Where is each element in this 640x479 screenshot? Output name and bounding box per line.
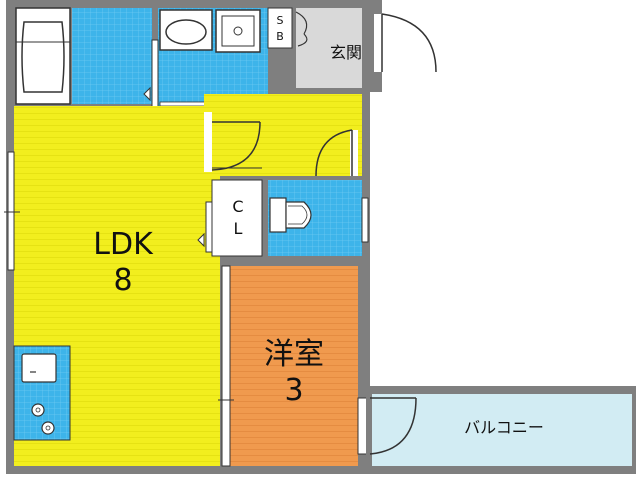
washing-machine-drain xyxy=(233,26,243,36)
kitchen-sink xyxy=(21,353,57,383)
entrance-label: 玄関 xyxy=(330,43,362,62)
shoe-box-door-swing xyxy=(295,11,308,47)
entrance-door-opening xyxy=(374,14,382,72)
stove-burner-2 xyxy=(41,421,55,435)
western-room-size: 3 xyxy=(284,373,303,408)
stove-burner-1 xyxy=(31,403,45,417)
washing-machine xyxy=(215,9,261,53)
shoe-box-s: S xyxy=(277,14,284,27)
bathtub-basin xyxy=(21,21,65,93)
closet-interior xyxy=(211,179,263,257)
stove-burner-1-center xyxy=(35,407,41,413)
closet-l: L xyxy=(234,219,243,238)
balcony-label: バルコニー xyxy=(464,418,544,437)
balcony-door-swing xyxy=(369,397,417,455)
bathroom-floor xyxy=(72,8,152,104)
closet-c: C xyxy=(232,197,243,216)
bath-partition xyxy=(151,39,159,109)
ldk-name: LDK xyxy=(93,227,154,262)
toilet-door-swing xyxy=(315,129,353,177)
washing-machine-inner xyxy=(221,15,255,47)
washbasin-bowl xyxy=(165,19,207,45)
ldk-window xyxy=(7,151,15,271)
closet-door xyxy=(205,201,213,253)
entrance-door-swing xyxy=(381,13,437,73)
ldk-floor-upper xyxy=(14,106,204,126)
hallway-floor xyxy=(204,94,362,176)
shoe-box-b: B xyxy=(276,30,284,43)
shoe-box xyxy=(267,7,293,49)
ldk-door-swing xyxy=(211,121,261,171)
entrance-floor xyxy=(296,8,362,88)
ldk-size: 8 xyxy=(113,263,132,298)
western-room-name: 洋室 xyxy=(264,337,324,372)
toilet-door-frame xyxy=(350,130,358,176)
toilet-tank xyxy=(269,197,287,233)
western-room-door xyxy=(221,265,231,467)
closet-door-arrow xyxy=(197,232,205,248)
bath-door-arrow xyxy=(143,86,151,102)
ldk-door-frame xyxy=(204,112,212,172)
toilet-seat xyxy=(288,205,308,225)
western-room-floor xyxy=(230,266,358,466)
stove-burner-2-center xyxy=(45,425,51,431)
toilet-window xyxy=(361,197,369,243)
